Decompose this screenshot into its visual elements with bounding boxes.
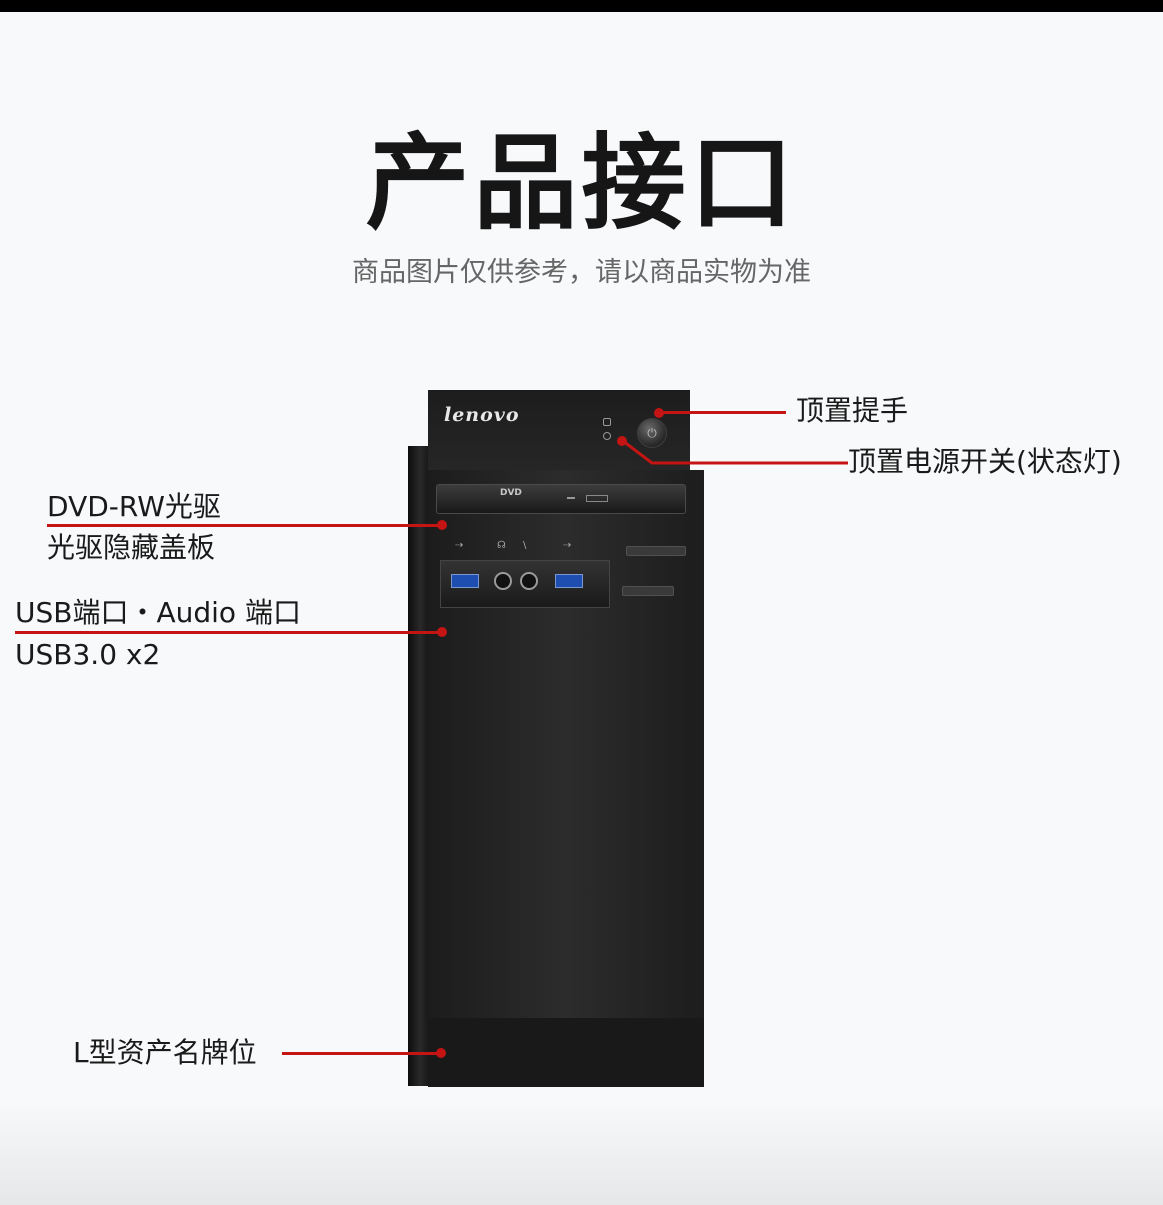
brand-logo: lenovo [444,404,520,426]
usb-port[interactable] [451,574,479,588]
audio-jack[interactable] [494,572,512,590]
tower-bottom-panel [428,1018,704,1087]
callout-line [622,439,848,465]
callout-line [15,631,441,634]
bay-slot [622,586,674,596]
page-subtitle: 商品图片仅供参考，请以商品实物为准 [352,257,811,288]
label-asset-tag: L型资产名牌位 [73,1036,257,1069]
power-icon[interactable]: ⏻ [637,418,667,448]
dvd-indicator [567,497,575,499]
callout-dot [617,436,627,446]
tower-side-panel [408,446,430,1086]
usb-icon: ⇢ [563,540,572,551]
page-title: 产品接口 [365,122,798,244]
callout-line [658,411,786,414]
label-usb-audio: USB端口・Audio 端口 [15,596,301,629]
callout-dot [437,520,447,530]
callout-dot [436,1048,446,1058]
microphone-icon: \ [523,540,527,551]
dvd-drive[interactable] [436,484,686,514]
audio-jack[interactable] [520,572,538,590]
label-usb3: USB3.0 x2 [15,638,161,671]
dvd-eject-button[interactable] [586,495,608,502]
usb-port[interactable] [555,574,583,588]
label-top-power: 顶置电源开关(状态灯) [848,445,1122,478]
hdd-led-icon [603,432,611,440]
headphone-icon: ☊ [497,540,506,551]
dvd-logo: DVD [500,488,522,498]
top-bar [0,0,1163,12]
bottom-fade [0,1100,1163,1205]
callout-line [282,1052,440,1055]
status-led-icon [603,418,611,426]
usb-icon: ⇢ [455,540,464,551]
callout-dot [437,627,447,637]
label-dvd: DVD-RW光驱 [47,490,221,523]
label-dvd-cover: 光驱隐藏盖板 [47,531,216,564]
label-top-handle: 顶置提手 [796,394,909,427]
callout-line [47,524,442,527]
bay-slot [626,546,686,556]
